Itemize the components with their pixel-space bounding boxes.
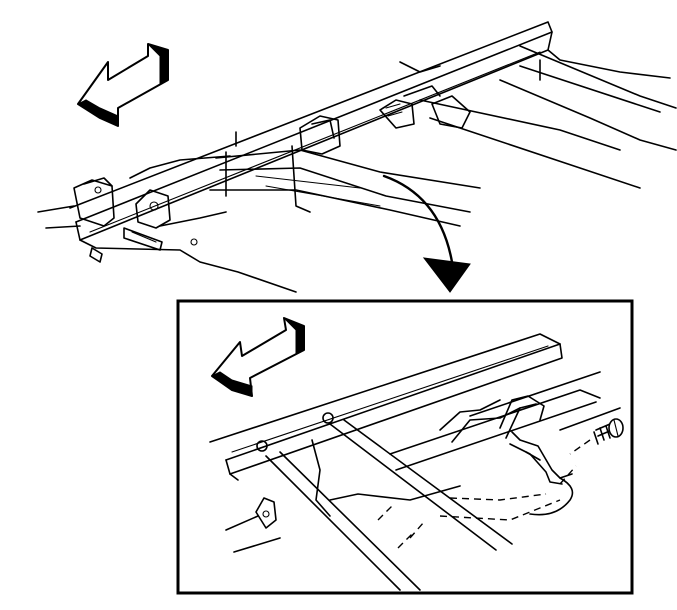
- detail-floor-panel: [329, 399, 561, 549]
- detail-view: [176, 299, 634, 595]
- detail-crossmember: [265, 419, 513, 591]
- clip-icon: [499, 395, 577, 516]
- detail-lower-bracket: [225, 497, 281, 553]
- detail-far-member: [389, 371, 621, 471]
- front-mount: [73, 177, 198, 263]
- frame-rail: [69, 21, 671, 293]
- frame-brackets: [299, 85, 471, 155]
- body-floor-edges: [37, 131, 237, 229]
- bolt-icon: [569, 418, 624, 455]
- crossmember: [209, 145, 481, 227]
- detail-frame-rail: [209, 333, 563, 481]
- direction-arrow-icon: [211, 317, 305, 397]
- overview-view: [37, 21, 677, 293]
- far-frame-members: [399, 45, 677, 189]
- detail-callout-arrow-icon: [382, 174, 471, 293]
- direction-arrow-icon: [76, 43, 169, 127]
